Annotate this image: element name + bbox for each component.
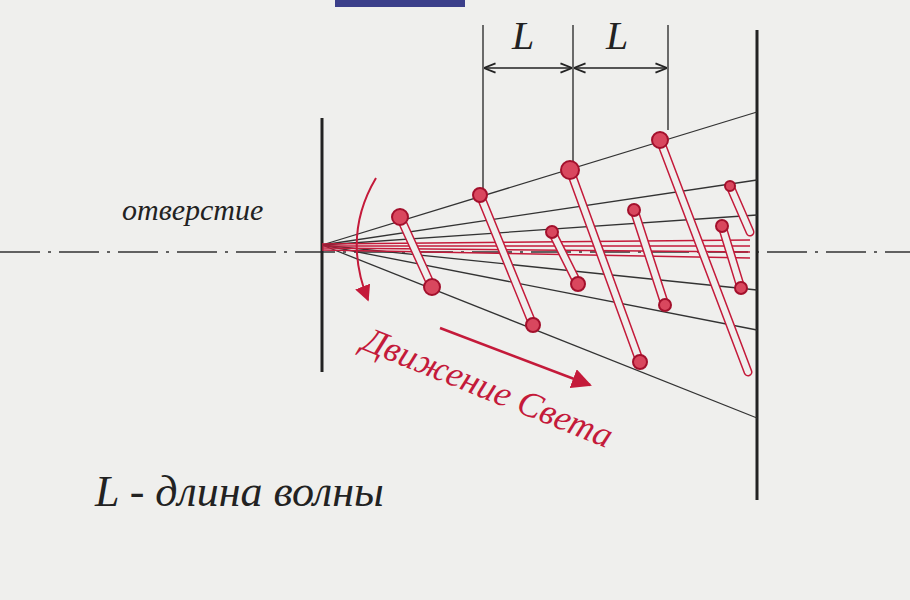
dipoles [392, 132, 750, 372]
dipole-rod [730, 186, 750, 232]
charge-dot [546, 226, 558, 238]
dipole-inner [400, 140, 750, 372]
dipole-gap [730, 186, 750, 232]
dipole-gap [570, 170, 640, 362]
aperture-label: отверстие [122, 193, 263, 226]
charge-dot [561, 161, 579, 179]
charge-dots [392, 132, 747, 369]
charge-dot [628, 204, 640, 216]
dimension-arrow [575, 67, 666, 68]
extension-line [572, 25, 573, 162]
charge-dot [725, 181, 735, 191]
charge-dot [652, 132, 668, 148]
dimension-label: L [606, 14, 628, 58]
dipole-outline [400, 140, 750, 372]
charge-dot [659, 299, 671, 311]
ray-fan [322, 112, 757, 418]
dimension-arrow [485, 67, 571, 68]
motion-label: Движение Света [357, 320, 618, 456]
dipole-gap [480, 195, 533, 325]
beam-line [322, 245, 750, 247]
dipole-gap [722, 226, 741, 288]
caption-note: L - длина волны [95, 468, 384, 516]
charge-dot [526, 318, 540, 332]
dipole-gap [660, 140, 748, 372]
charge-dot [633, 355, 647, 369]
beam-line [322, 250, 750, 258]
ray [322, 245, 757, 330]
beam [322, 240, 750, 258]
extension-line [667, 25, 668, 130]
dipole-rod [570, 170, 640, 362]
extension-line [482, 25, 483, 190]
charge-dot [571, 277, 585, 291]
screen-wall [756, 30, 759, 500]
beam-line [322, 240, 750, 244]
charge-dot [424, 279, 440, 295]
dipole-gap [400, 217, 432, 287]
charge-dot [392, 209, 408, 225]
dipole-gap [634, 210, 665, 305]
dipole-rod [722, 226, 741, 288]
dipole-rod [400, 217, 432, 287]
top-mark [335, 0, 465, 7]
dipole-rod [480, 195, 533, 325]
charge-dot [473, 188, 487, 202]
dipole-gap [552, 232, 578, 284]
charge-dot [716, 220, 728, 232]
rotation-arrow [357, 178, 376, 300]
charge-dot [735, 282, 747, 294]
dipole-rod [660, 140, 748, 372]
dipole-rod [634, 210, 665, 305]
ray [322, 245, 757, 290]
dipole-rod [552, 232, 578, 284]
dimension [483, 25, 668, 190]
dimension-label: L [512, 14, 534, 58]
